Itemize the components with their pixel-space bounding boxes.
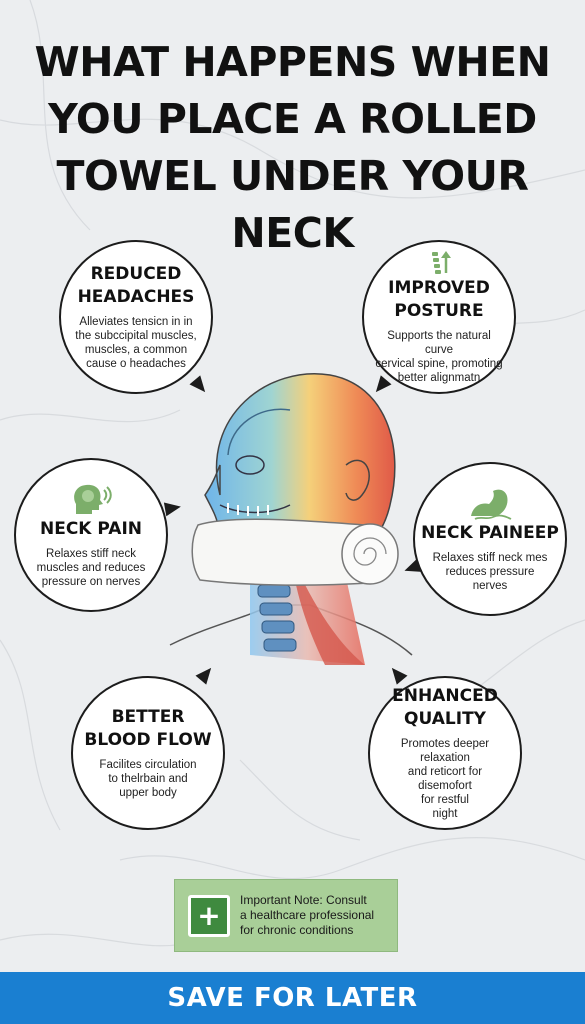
title-line-1: WHAT HAPPENS WHEN — [34, 38, 551, 86]
callout-title: REDUCED HEADACHES — [77, 264, 195, 307]
callout-description: Alleviates tensicn in in the subccipital… — [75, 316, 197, 370]
callout-description: Facilites circulation to thelrbain and u… — [99, 759, 197, 799]
callout-description: Relaxes stiff neck muscles and reduces p… — [36, 547, 146, 588]
callout-improved-posture: IMPROVED POSTURE Supports the natural cu… — [362, 240, 516, 397]
callout-title: BETTER BLOOD FLOW — [84, 707, 212, 750]
spine-arrow-icon — [432, 251, 451, 274]
callout-title: NECK PAINEEP — [421, 522, 559, 543]
head-brain-icon — [74, 484, 112, 514]
title-line-3: TOWEL UNDER YOUR NECK — [56, 152, 529, 257]
callout-title: ENHANCED QUALITY — [392, 686, 498, 729]
callout-enhanced-quality: ENHANCED QUALITY Promotes deeper relaxat… — [368, 663, 522, 830]
callout-reduced-headaches: REDUCED HEADACHES Alleviates tensicn in … — [59, 240, 213, 397]
note-text: Important Note: Consult a healthcare pro… — [240, 893, 375, 937]
flexed-arm-icon — [471, 489, 512, 520]
important-note: + Important Note: Consult a healthcare p… — [174, 879, 398, 952]
callout-description: Supports the natural curve cervical spin… — [375, 330, 503, 384]
head-neck-illustration — [169, 373, 413, 665]
callout-neck-pain: NECK PAIN Relaxes stiff neck muscles and… — [14, 458, 183, 612]
callout-title: NECK PAIN — [39, 518, 143, 539]
title-line-2: YOU PLACE A ROLLED — [48, 95, 537, 143]
callout-tail — [163, 499, 183, 517]
save-for-later-banner[interactable]: SAVE FOR LATER — [0, 972, 585, 1024]
callout-description: Promotes deeper relaxation and reticort … — [400, 738, 490, 820]
callout-better-blood-flow: BETTER BLOOD FLOW Facilites circulation … — [71, 663, 225, 830]
page-title: WHAT HAPPENS WHEN YOU PLACE A ROLLED TOW… — [10, 34, 575, 262]
callout-title: IMPROVED POSTURE — [388, 278, 490, 321]
callout-description: Relaxes stiff neck mes reduces pressure … — [432, 551, 548, 592]
callout-neck-paineep: NECK PAINEEP Relaxes stiff neck mes redu… — [402, 462, 567, 616]
plus-icon: + — [188, 894, 230, 937]
